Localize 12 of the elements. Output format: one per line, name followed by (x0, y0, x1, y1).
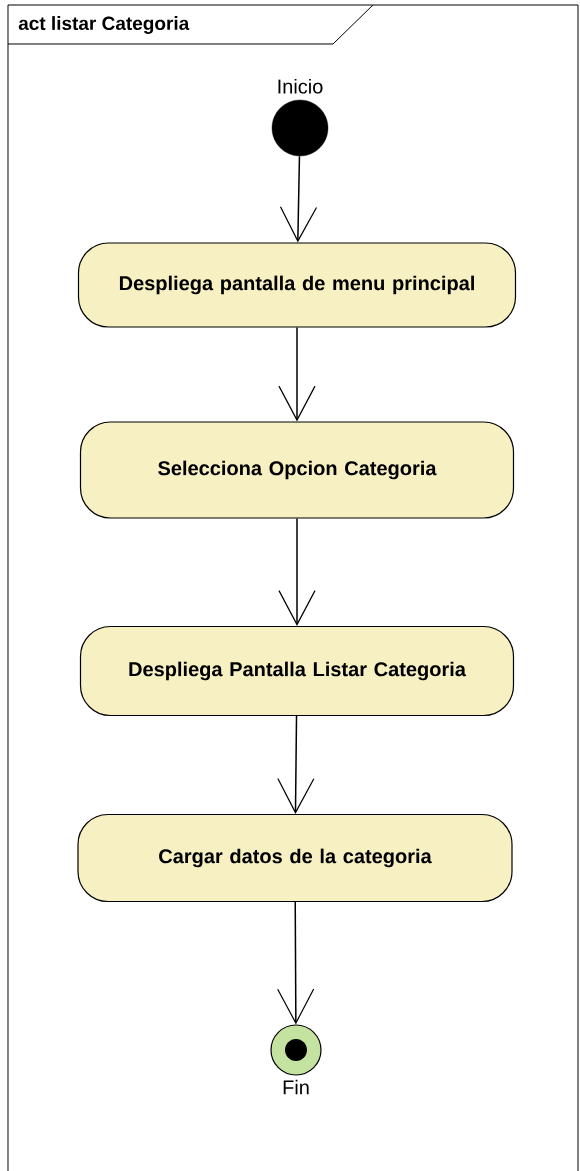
node-caption: Inicio (278, 78, 323, 94)
arrow (279, 155, 318, 243)
frame-title: act listar Categoria (18, 16, 190, 34)
action-box: Cargar datos de la categoria (77, 813, 513, 903)
action-box: Despliega pantalla de menu principal (77, 242, 517, 328)
action-box: Selecciona Opcion Categoria (79, 421, 515, 519)
arrow (278, 517, 316, 626)
arrow (277, 901, 315, 1025)
action-box: Despliega Pantalla Listar Categoria (79, 625, 515, 717)
node-caption: Fin (283, 1079, 309, 1095)
arrow (278, 326, 316, 422)
arrow (277, 715, 315, 814)
